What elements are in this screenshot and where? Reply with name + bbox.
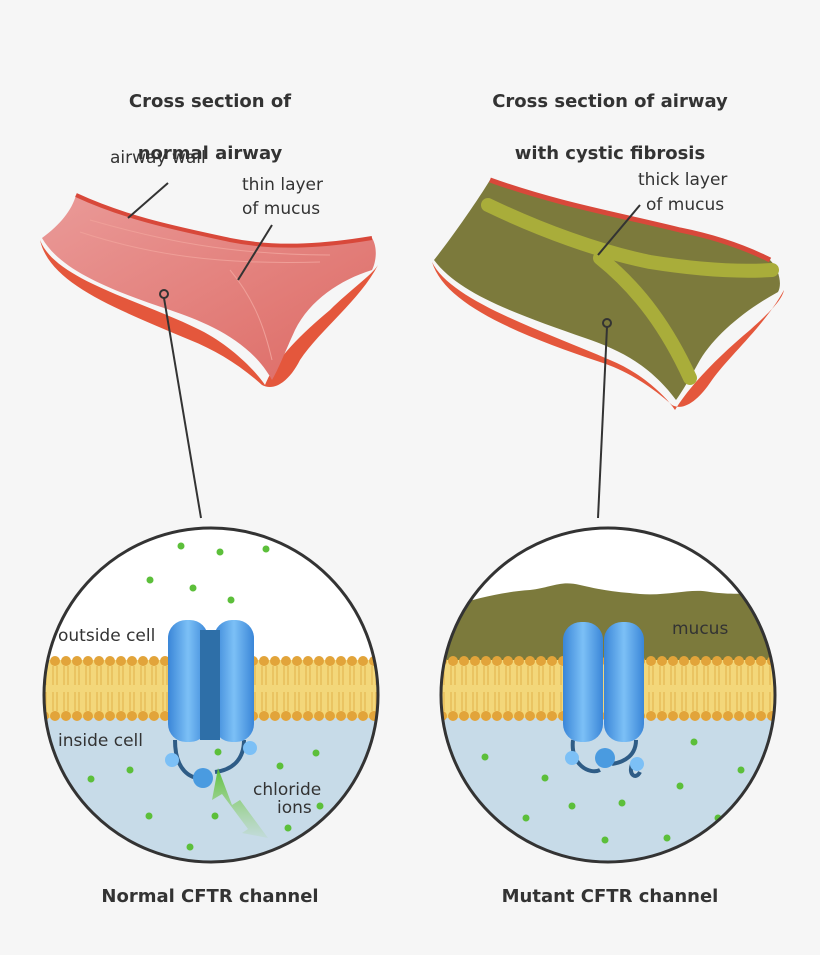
mutant-channel-zoom [439, 526, 777, 864]
label-mucus-layer: mucus [672, 619, 728, 639]
ions-right [481, 738, 745, 844]
left-title-line2: normal airway [137, 143, 283, 164]
label-outside-cell: outside cell [58, 626, 155, 646]
normal-channel-zoom [42, 526, 380, 864]
ion-flow-arrow [212, 768, 268, 838]
label-chloride-1: chloride [253, 780, 321, 800]
cftr-channel-normal [165, 620, 257, 788]
right-title-line2: with cystic fibrosis [514, 143, 706, 164]
thick-mucus-pointer [597, 204, 641, 256]
label-thick-mucus-1: thick layer [638, 170, 727, 190]
normal-airway [40, 182, 378, 519]
left-title: Cross section of normal airway [100, 63, 320, 167]
cftr-channel-mutant [563, 622, 644, 778]
label-chloride-2: ions [277, 798, 312, 818]
label-inside-cell: inside cell [58, 731, 143, 751]
zoom-line-left [163, 297, 202, 519]
cf-airway [432, 177, 784, 519]
left-title-line1: Cross section of [128, 91, 292, 112]
left-caption: Normal CFTR channel [101, 886, 319, 907]
right-title-line1: Cross section of airway [492, 91, 728, 112]
label-thin-mucus-2: of mucus [242, 199, 320, 219]
right-title: Cross section of airway with cystic fibr… [470, 63, 750, 167]
label-thick-mucus-2: of mucus [646, 195, 724, 215]
zoom-line-right [597, 326, 608, 519]
airway-wall-pointer [127, 182, 169, 219]
thin-mucus-pointer [237, 224, 273, 281]
label-airway-wall: airway wall [110, 148, 206, 168]
right-caption: Mutant CFTR channel [501, 886, 719, 907]
label-thin-mucus-1: thin layer [242, 175, 323, 195]
